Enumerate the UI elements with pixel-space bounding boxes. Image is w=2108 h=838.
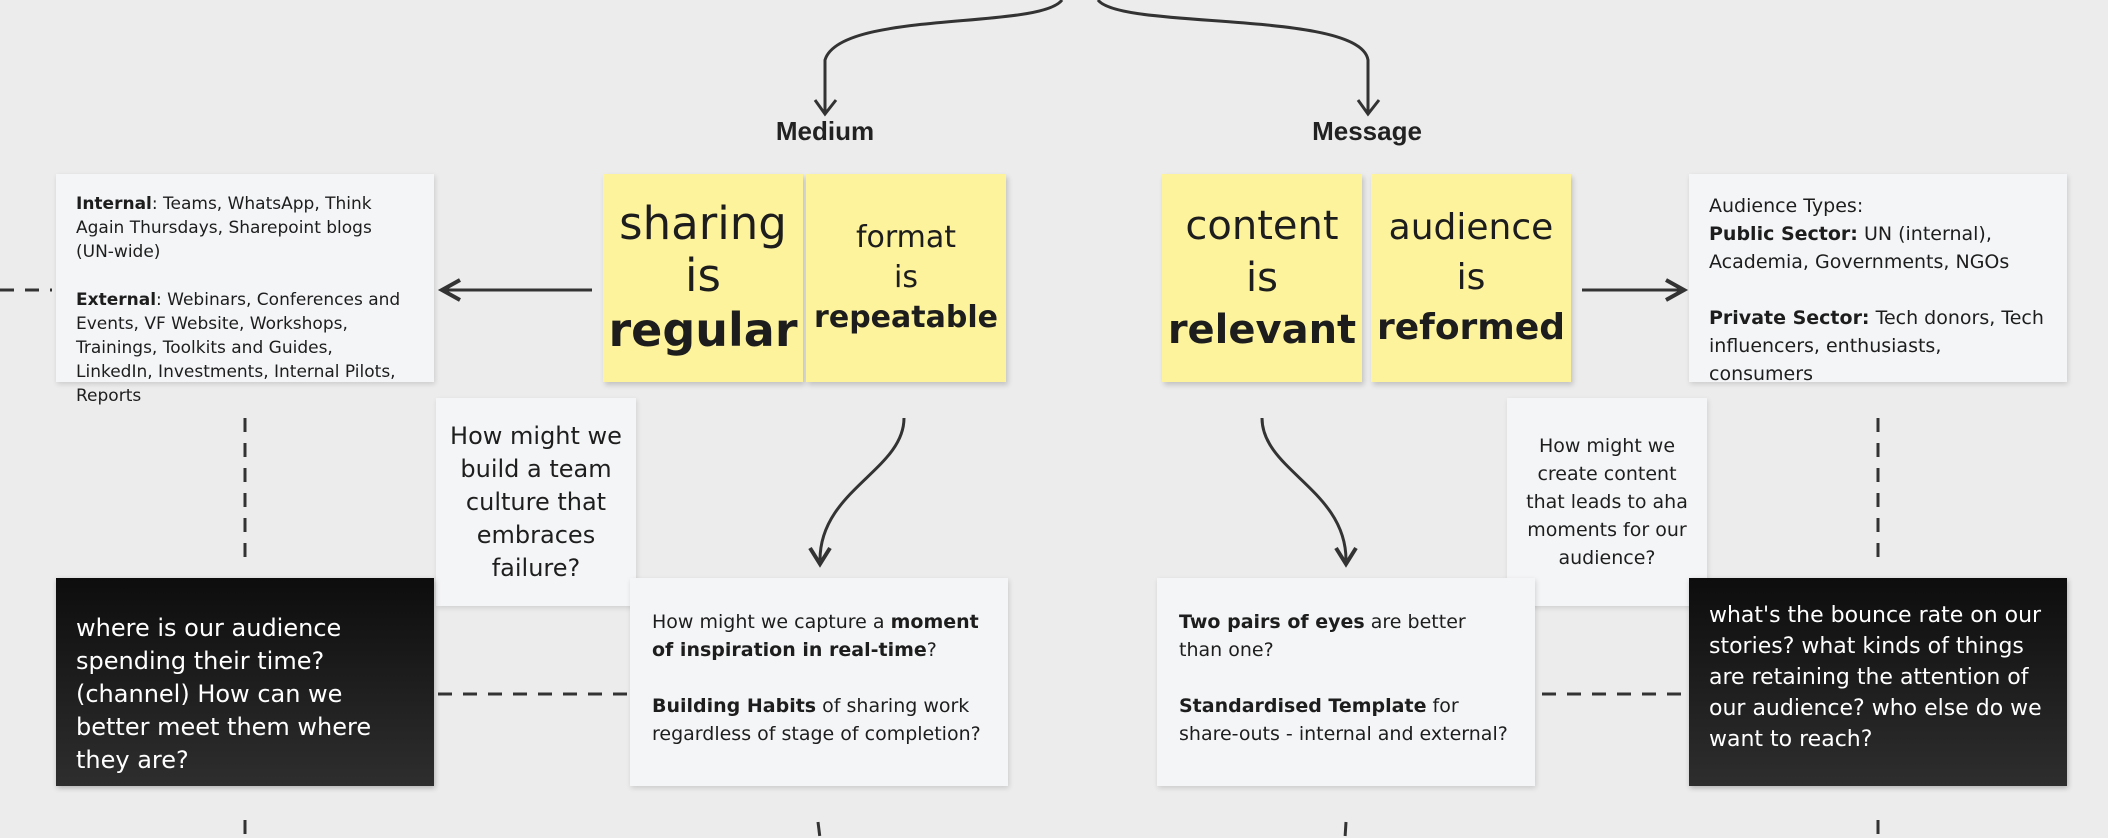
inspiration-question: How might we capture a moment of inspira…: [652, 611, 979, 661]
curve-format-to-inspiration: [818, 417, 906, 561]
dark-card-audience-time[interactable]: where is our audience spending their tim…: [56, 578, 434, 786]
sticky-audience-is-reformed[interactable]: audience is reformed: [1371, 174, 1571, 382]
question-aha-note[interactable]: How might we create content that leads t…: [1507, 398, 1707, 606]
curve-content-to-eyes: [1260, 417, 1348, 561]
curve-to-message: [1096, 0, 1370, 112]
external-channels: External: Webinars, Conferences and Even…: [76, 290, 401, 406]
audience-types-card[interactable]: Audience Types: Public Sector: UN (inter…: [1689, 174, 2067, 385]
audience-types-title: Audience Types:: [1709, 195, 1864, 217]
dark-card-bounce-rate[interactable]: what's the bounce rate on our stories? w…: [1689, 578, 2067, 786]
sticky-sharing-is-regular[interactable]: sharing is regular: [603, 174, 803, 382]
dashed-eyes-bottom: [1343, 821, 1348, 838]
two-pairs-question: Two pairs of eyes are better than one?: [1179, 611, 1466, 661]
two-pairs-of-eyes-card[interactable]: Two pairs of eyes are better than one? S…: [1157, 578, 1535, 786]
inspiration-card[interactable]: How might we capture a moment of inspira…: [630, 578, 1008, 786]
question-failure-note[interactable]: How might we build a team culture that e…: [436, 398, 636, 606]
building-habits-question: Building Habits of sharing work regardle…: [652, 695, 981, 745]
sticky-content-is-relevant[interactable]: content is relevant: [1162, 174, 1362, 382]
internal-channels: Internal: Teams, WhatsApp, Think Again T…: [76, 194, 372, 262]
standardised-template-question: Standardised Template for share-outs - i…: [1179, 695, 1508, 745]
heading-medium: Medium: [775, 116, 875, 146]
heading-message: Message: [1312, 116, 1422, 146]
public-sector-line: Public Sector: UN (internal), Academia, …: [1709, 223, 2010, 273]
curve-to-medium: [823, 0, 1064, 112]
private-sector-line: Private Sector: Tech donors, Tech influe…: [1709, 307, 2044, 385]
channels-card[interactable]: Internal: Teams, WhatsApp, Think Again T…: [56, 174, 434, 406]
dashed-inspiration-bottom: [816, 821, 822, 838]
sticky-format-is-repeatable[interactable]: format is repeatable: [806, 174, 1006, 382]
